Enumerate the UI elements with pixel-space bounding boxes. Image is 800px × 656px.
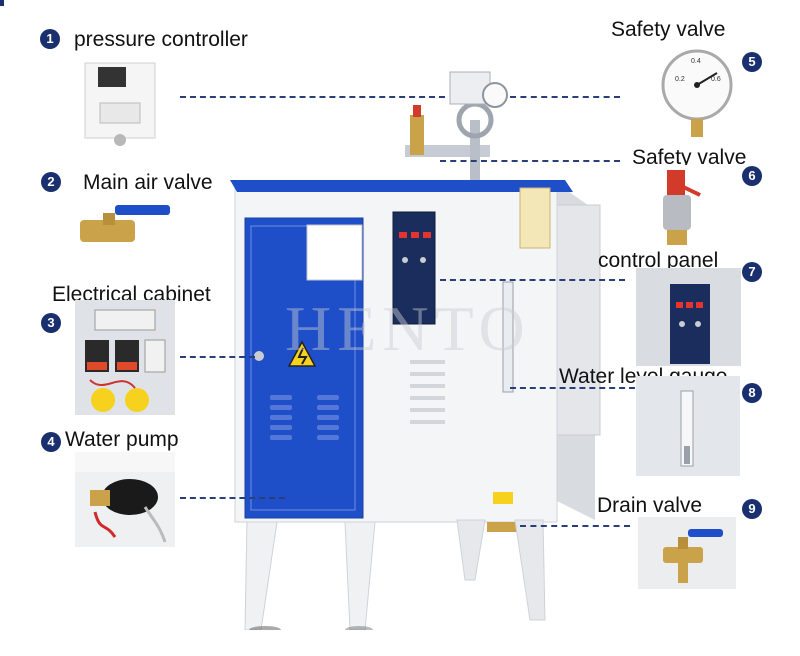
control-panel-photo [636, 268, 741, 366]
callout-9-label: Drain valve [597, 494, 703, 517]
leader-line-7 [440, 279, 625, 281]
callout-4-label: Water pump [65, 428, 179, 451]
safety-valve-photo [645, 165, 725, 250]
svg-text:0.2: 0.2 [675, 76, 685, 83]
watermark: HENTO [285, 293, 531, 364]
callout-1-badge: 1 [40, 29, 60, 49]
leader-line-9 [520, 525, 630, 527]
pressure-gauge-photo: 0.2 0.4 0.6 [655, 45, 740, 140]
callout-6-label: Safety valve [632, 146, 747, 169]
corner-mark [0, 0, 4, 6]
callout-2-badge: 2 [41, 172, 61, 192]
svg-text:0.4: 0.4 [691, 58, 701, 65]
leader-line-1 [180, 96, 445, 98]
svg-text:0.6: 0.6 [711, 76, 721, 83]
callout-5-badge: 5 [742, 52, 762, 72]
callout-2-label: Main air valve [83, 171, 213, 194]
water-level-gauge-photo [636, 376, 740, 476]
callout-4-badge: 4 [41, 432, 61, 452]
water-pump-photo [75, 452, 175, 547]
leader-line-4 [180, 497, 285, 499]
leader-line-5 [510, 96, 620, 98]
pressure-controller-photo [80, 55, 160, 150]
steam-generator-illustration [230, 71, 601, 630]
callout-7-label: control panel [598, 249, 719, 272]
leader-line-3 [180, 356, 255, 358]
drain-valve-photo [638, 517, 736, 589]
callout-9-badge: 9 [742, 499, 762, 519]
main-air-valve-photo [75, 195, 175, 255]
callout-8-badge: 8 [742, 383, 762, 403]
leader-line-8 [510, 387, 635, 389]
callout-5-label: Safety valve [611, 18, 726, 41]
electrical-cabinet-photo [75, 300, 175, 415]
callout-7-badge: 7 [742, 262, 762, 282]
leader-line-6 [440, 160, 620, 162]
callout-6-badge: 6 [742, 166, 762, 186]
callout-3-badge: 3 [41, 313, 61, 333]
callout-1-label: pressure controller [74, 28, 248, 51]
